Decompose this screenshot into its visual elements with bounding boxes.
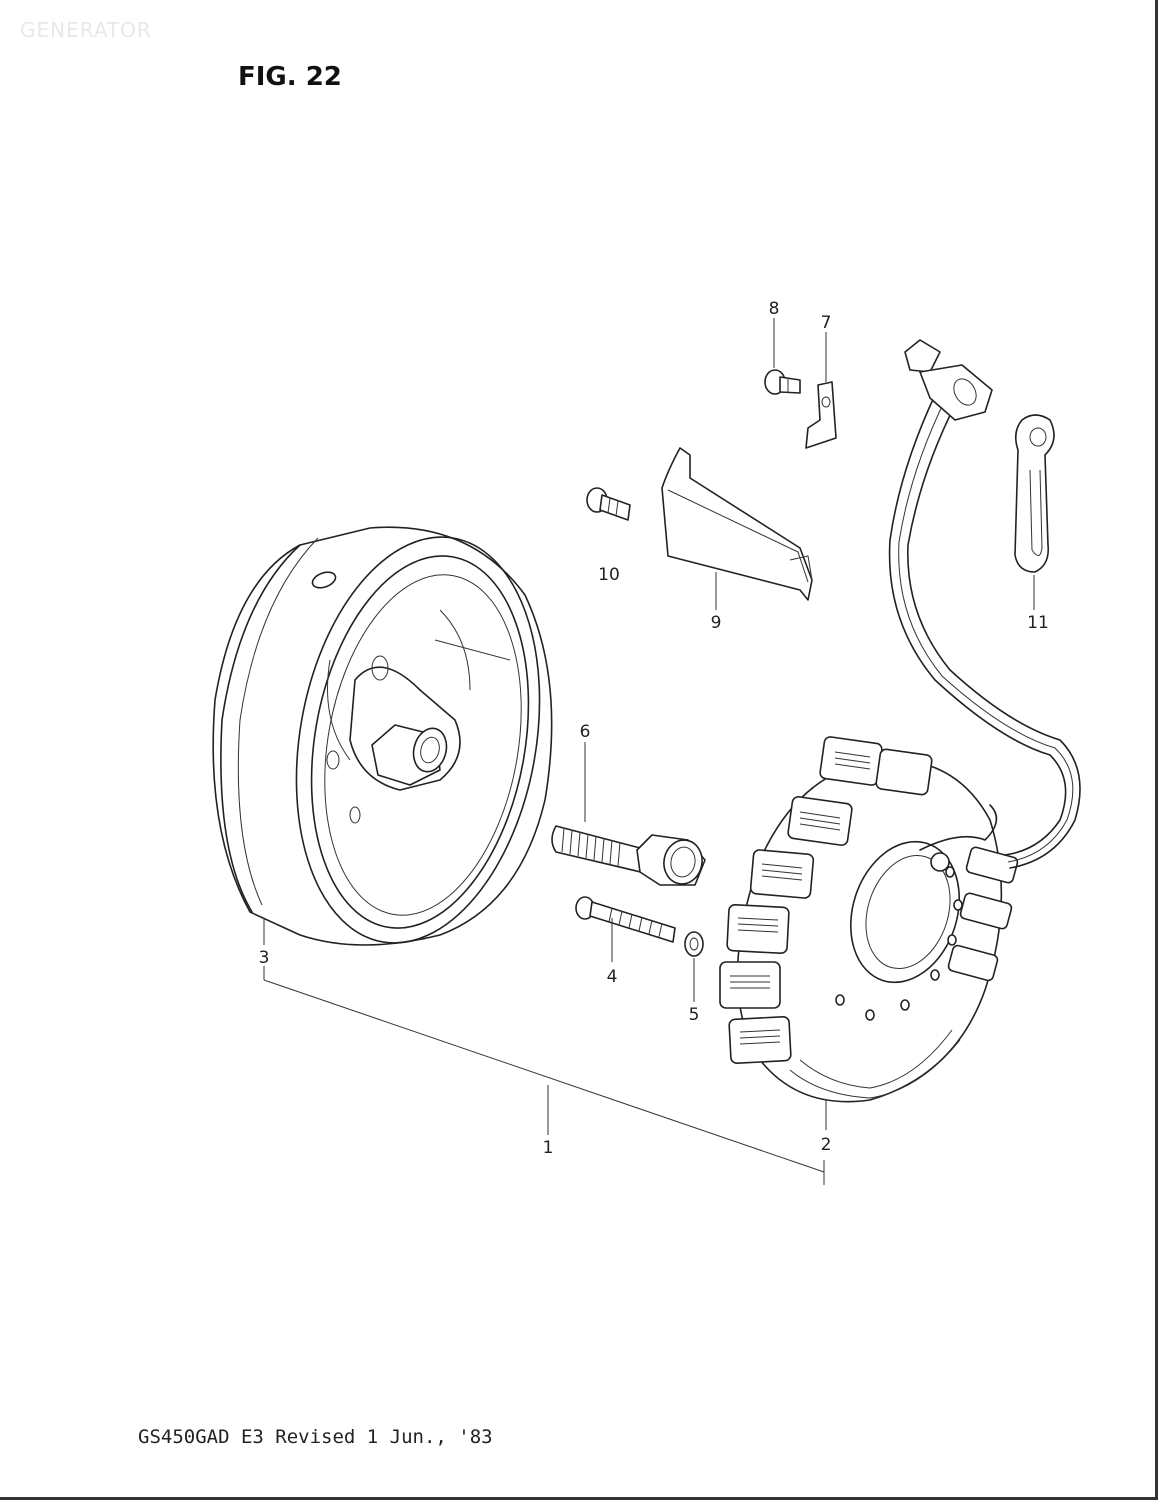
wire-cover-plate	[661, 447, 813, 601]
callout-9: 9	[711, 613, 722, 633]
rotor-flywheel	[212, 526, 553, 946]
clamp-plate	[805, 381, 837, 449]
scan-edge-right	[1155, 0, 1158, 1500]
callout-7: 7	[821, 313, 832, 333]
callout-8: 8	[769, 299, 780, 319]
callout-4: 4	[607, 967, 618, 987]
leader-lines	[263, 318, 1035, 1185]
stator-assembly	[719, 736, 1019, 1103]
washer	[684, 931, 704, 957]
clamp-screw	[764, 369, 801, 395]
wire-harness	[888, 339, 1081, 869]
callout-6: 6	[580, 722, 591, 742]
wire-clamp	[1014, 414, 1055, 573]
figure-title: FIG. 22	[238, 62, 342, 92]
callout-11: 11	[1027, 613, 1049, 633]
callout-10: 10	[598, 565, 620, 585]
callout-2: 2	[821, 1135, 832, 1155]
rotor-bolt	[551, 825, 706, 886]
model-revision-footer: GS450GAD E3 Revised 1 Jun., '83	[138, 1426, 493, 1448]
callout-numbers: 1 2 3 4 5 6 7 8 9 10 11	[259, 299, 1049, 1158]
scan-edge-bottom	[0, 1497, 1158, 1500]
stator-screw	[575, 896, 676, 943]
section-watermark: GENERATOR	[20, 18, 152, 42]
callout-5: 5	[689, 1005, 700, 1025]
callout-1: 1	[543, 1138, 554, 1158]
cover-screw	[586, 487, 631, 521]
callout-3: 3	[259, 948, 270, 968]
